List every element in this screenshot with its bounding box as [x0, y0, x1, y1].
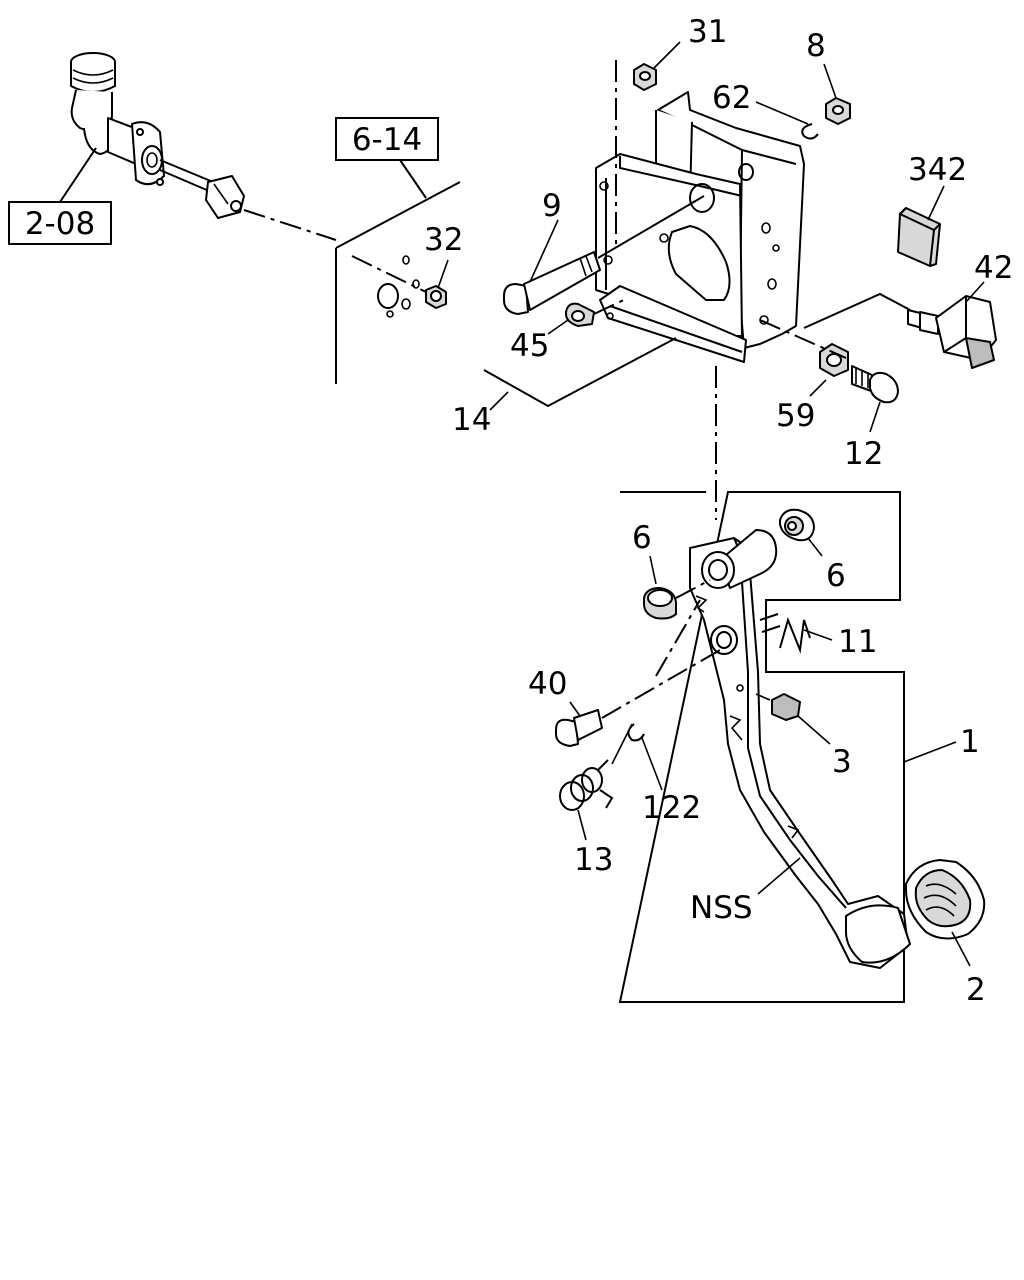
return-spring-13[interactable] — [559, 723, 633, 841]
clutch-switch-42[interactable] — [803, 281, 997, 369]
pad-342[interactable] — [897, 185, 945, 267]
clip-3[interactable] — [755, 693, 831, 745]
nut-32[interactable] — [425, 259, 449, 309]
ref-6-14-label: 6-14 — [352, 122, 422, 158]
leader-14 — [483, 337, 677, 411]
callout-labels: 31 8 62 342 42 9 32 45 14 59 12 6 6 11 4… — [424, 14, 1013, 1008]
callout-59[interactable]: 59 — [776, 398, 815, 434]
clip-11[interactable] — [759, 613, 833, 654]
callout-13[interactable]: 13 — [574, 842, 613, 878]
callout-45[interactable]: 45 — [510, 328, 549, 364]
callout-2[interactable]: 2 — [966, 972, 986, 1008]
callout-11[interactable]: 11 — [838, 624, 877, 660]
callout-62[interactable]: 62 — [712, 80, 751, 116]
centerline-spring — [655, 599, 701, 677]
ref-2-08-label: 2-08 — [25, 206, 95, 242]
callout-1[interactable]: 1 — [960, 724, 980, 760]
callout-12[interactable]: 12 — [844, 436, 883, 472]
nut-31[interactable] — [633, 41, 681, 91]
nut-59[interactable] — [809, 343, 849, 397]
bolt-12[interactable] — [851, 365, 899, 433]
snap-ring-62[interactable] — [755, 101, 819, 140]
bolt-9[interactable] — [503, 195, 705, 315]
pedal-assembly-frame — [618, 491, 905, 1003]
pedal-pad-2[interactable] — [905, 859, 986, 967]
callout-40[interactable]: 40 — [528, 666, 567, 702]
callout-122[interactable]: 122 — [642, 790, 701, 826]
clutch-master-cylinder — [70, 52, 337, 241]
callout-42[interactable]: 42 — [974, 250, 1013, 286]
leader-nss — [757, 857, 801, 895]
bushing-45[interactable] — [547, 297, 629, 335]
snap-ring-122[interactable] — [627, 723, 663, 791]
callout-6-right[interactable]: 6 — [826, 558, 846, 594]
callout-31[interactable]: 31 — [688, 14, 727, 50]
clutch-pedal-arm[interactable] — [689, 529, 911, 969]
leader-1 — [903, 741, 957, 763]
centerline-switch — [759, 319, 847, 359]
pedal-bracket — [595, 60, 805, 520]
callout-3[interactable]: 3 — [832, 744, 852, 780]
callout-nss[interactable]: NSS — [690, 890, 753, 926]
nut-8[interactable] — [823, 63, 851, 125]
callout-8[interactable]: 8 — [806, 28, 826, 64]
callout-342[interactable]: 342 — [908, 152, 967, 188]
bushing-6-left[interactable] — [643, 555, 711, 620]
callout-6-left[interactable]: 6 — [632, 520, 652, 556]
callout-14[interactable]: 14 — [452, 402, 491, 438]
callout-9[interactable]: 9 — [542, 188, 562, 224]
ref-box-2-08[interactable]: 2-08 — [8, 147, 112, 245]
ref-box-6-14[interactable]: 6-14 — [335, 117, 439, 199]
bolt-40[interactable] — [555, 649, 721, 747]
firewall-panel — [335, 181, 461, 384]
callout-32[interactable]: 32 — [424, 222, 463, 258]
bushing-6-right[interactable] — [779, 508, 823, 557]
